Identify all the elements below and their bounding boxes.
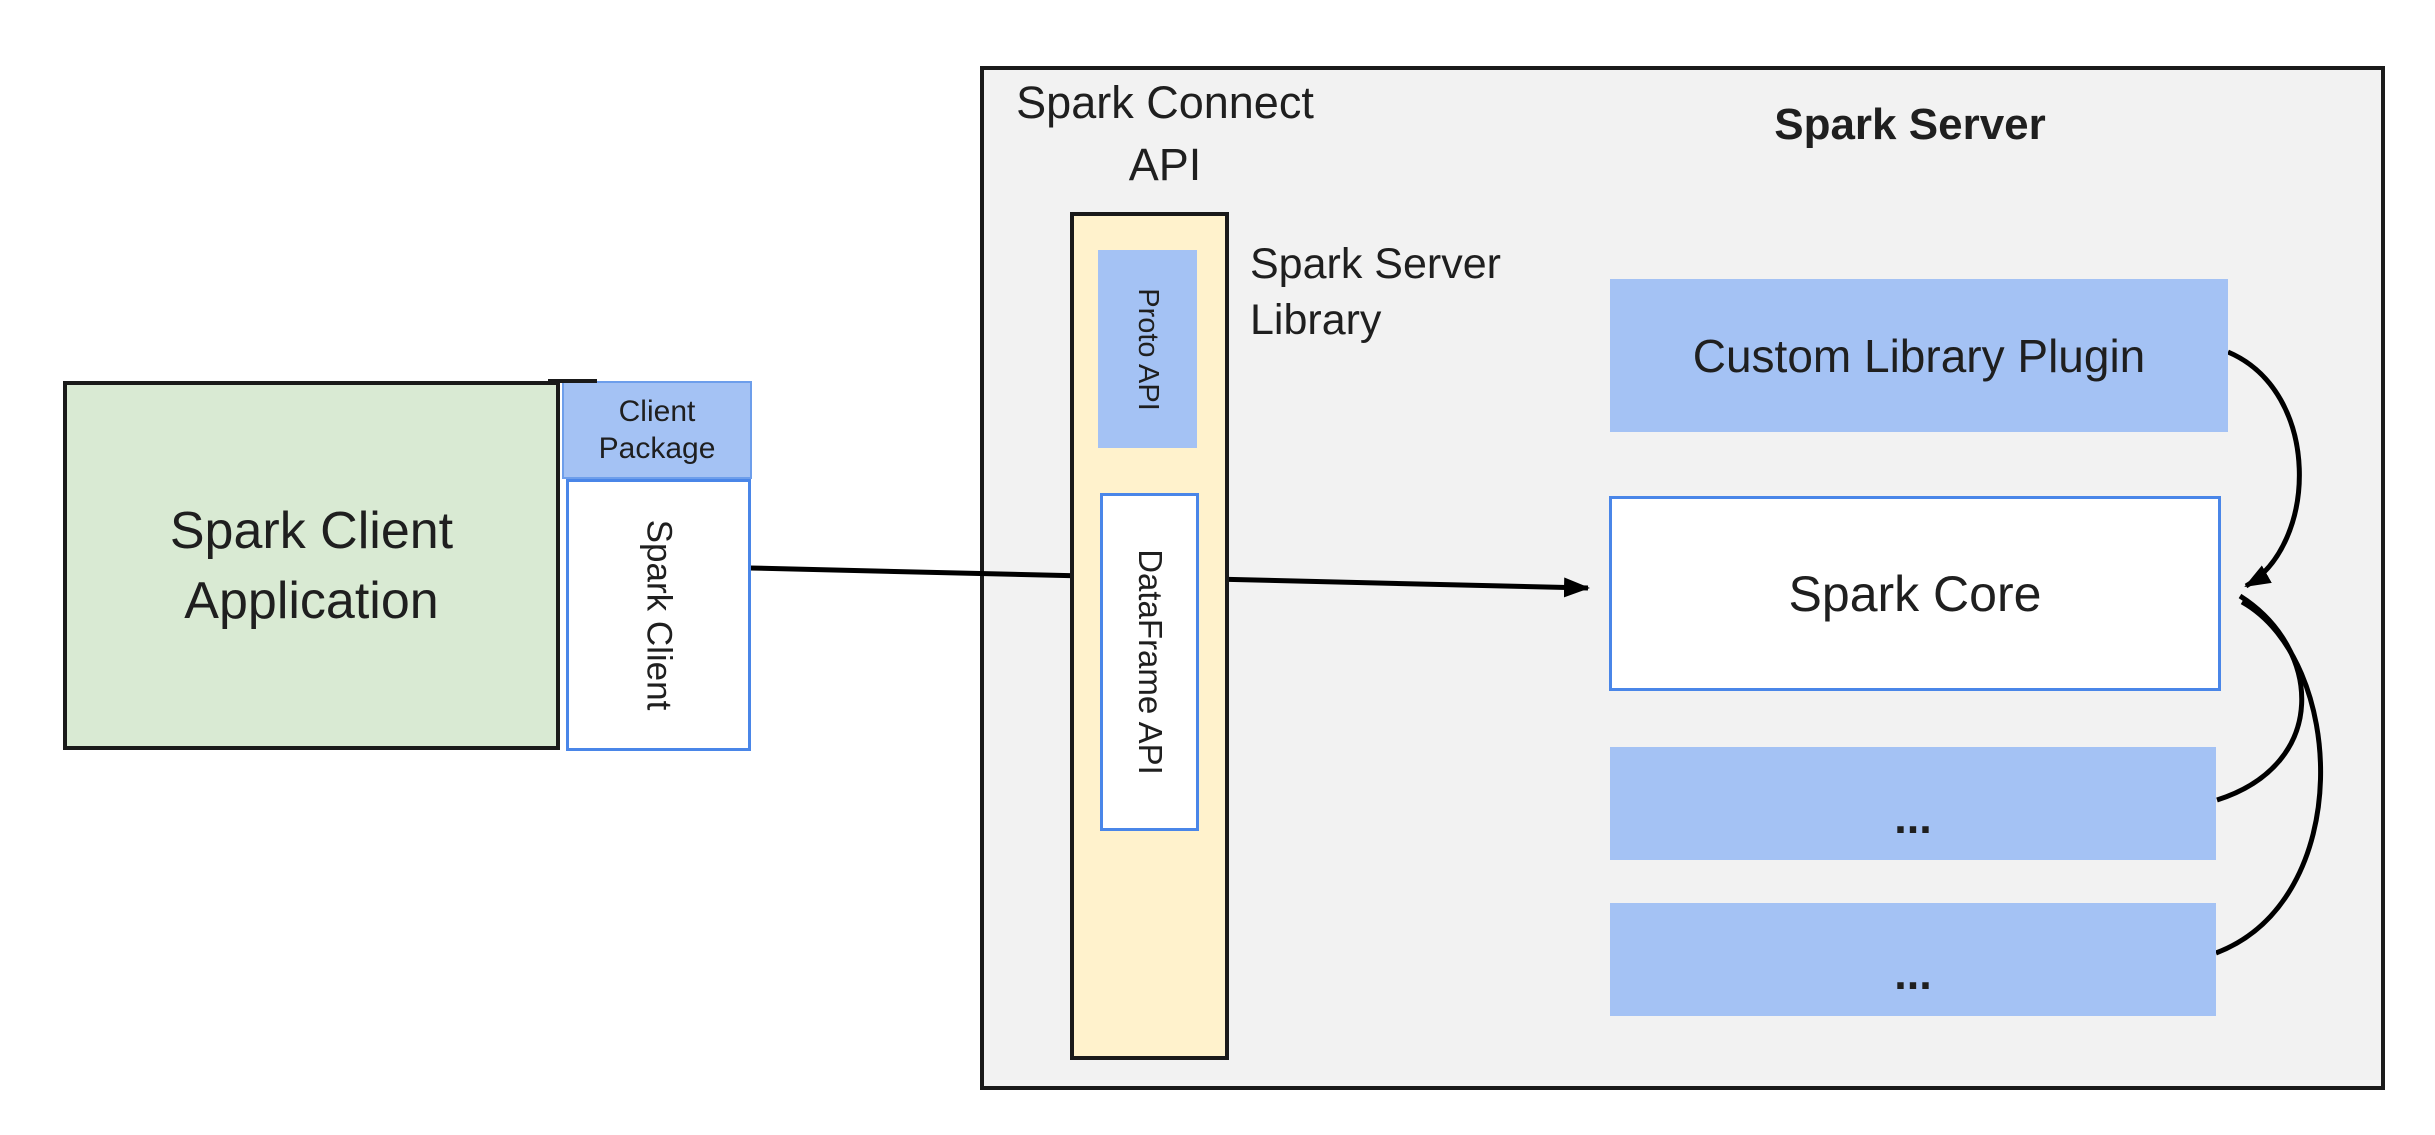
custom-library-plugin-label: Custom Library Plugin — [1692, 329, 2146, 382]
plugin-slot-box-2: ... — [1610, 903, 2216, 1016]
dataframe-api-box: DataFrame API — [1100, 493, 1199, 831]
spark-core-box: Spark Core — [1609, 496, 2221, 691]
spark-connect-api-label: Spark Connect API — [1016, 77, 1314, 190]
proto-api-label: Proto API — [1132, 287, 1165, 411]
client-package-box: Client Package — [562, 381, 752, 479]
spark-core-label: Spark Core — [1788, 565, 2042, 622]
custom-library-plugin-box: Custom Library Plugin — [1610, 279, 2228, 432]
proto-api-box: Proto API — [1098, 250, 1197, 448]
plugin-slot-2-label: ... — [1894, 947, 1932, 999]
spark-client-box: Spark Client — [566, 479, 751, 751]
spark-server-title: Spark Server — [1774, 100, 2046, 149]
spark-client-application-label: Spark Client Application — [169, 501, 454, 630]
spark-client-application-box: Spark Client Application — [63, 381, 560, 750]
plugin-slot-1-label: ... — [1894, 791, 1932, 843]
spark-server-library-label: Spark Server Library — [1250, 240, 1501, 344]
dataframe-api-label: DataFrame API — [1131, 549, 1169, 775]
spark-client-label: Spark Client — [639, 519, 679, 711]
client-package-label: Client Package — [598, 395, 716, 465]
plugin-slot-box-1: ... — [1610, 747, 2216, 860]
